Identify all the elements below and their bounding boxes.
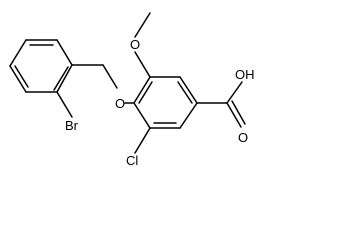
bond bbox=[133, 102, 151, 129]
c-o-double-bond bbox=[231, 100, 246, 125]
carboxylic-oh-label: OH bbox=[235, 67, 255, 82]
bromobenzyl-ring bbox=[9, 39, 73, 93]
c-br-bond bbox=[56, 91, 73, 118]
bond bbox=[179, 102, 198, 129]
bond bbox=[53, 66, 69, 91]
carbonyl-oxygen-label: O bbox=[238, 130, 248, 145]
bond bbox=[9, 65, 27, 93]
bond bbox=[179, 76, 198, 104]
c-o-double-bond bbox=[226, 102, 242, 128]
bond bbox=[138, 81, 153, 104]
c-oh-bond bbox=[226, 81, 243, 104]
bond bbox=[56, 39, 73, 66]
molecule-structure: Br O O Cl OH O bbox=[9, 12, 255, 168]
ch2-o-bond bbox=[102, 64, 118, 89]
o-methyl-bond bbox=[134, 12, 151, 38]
c-ome-bond bbox=[134, 51, 151, 78]
bond bbox=[177, 81, 193, 104]
bromine-label: Br bbox=[65, 118, 79, 133]
c-cl-bond bbox=[134, 127, 151, 154]
chlorine-label: Cl bbox=[126, 153, 138, 168]
methoxy-oxygen-label: O bbox=[130, 37, 140, 52]
bond bbox=[9, 39, 27, 67]
ether-oxygen-label: O bbox=[115, 96, 125, 111]
bond bbox=[56, 64, 73, 93]
bond bbox=[14, 65, 29, 88]
bond bbox=[133, 76, 151, 104]
central-ring bbox=[133, 76, 198, 129]
